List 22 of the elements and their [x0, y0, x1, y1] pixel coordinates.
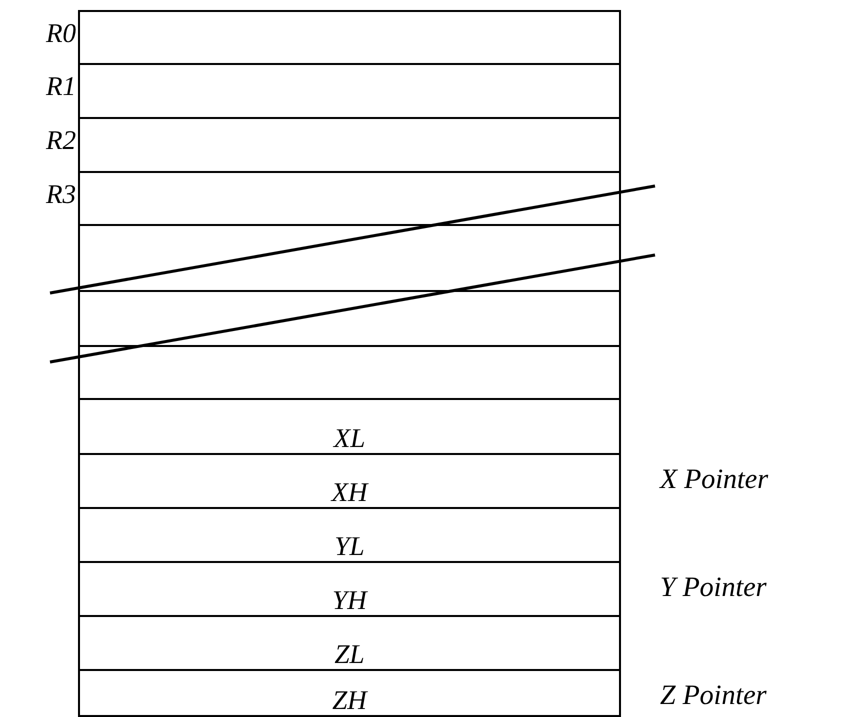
- register-row: [78, 398, 621, 455]
- register-name: ZL: [333, 639, 366, 669]
- register-name: R1: [46, 71, 76, 101]
- register-row: [78, 561, 621, 617]
- register-name: YL: [333, 531, 366, 561]
- register-row: [78, 453, 621, 509]
- register-name: ZH: [331, 685, 369, 715]
- register-row: [78, 290, 621, 347]
- register-name: R2: [46, 125, 76, 155]
- pointer-label: Y Pointer: [660, 572, 767, 604]
- register-name: XL: [332, 423, 366, 453]
- register-row: [78, 345, 621, 400]
- register-name: XH: [330, 477, 370, 507]
- register-row: [78, 507, 621, 563]
- pointer-label: X Pointer: [660, 464, 768, 496]
- pointer-label: Z Pointer: [660, 680, 767, 712]
- register-name: YH: [331, 585, 369, 615]
- register-name: R3: [46, 179, 76, 209]
- register-row: [78, 615, 621, 671]
- register-row: [78, 224, 621, 292]
- register-row: [78, 669, 621, 717]
- register-name: R0: [46, 18, 76, 48]
